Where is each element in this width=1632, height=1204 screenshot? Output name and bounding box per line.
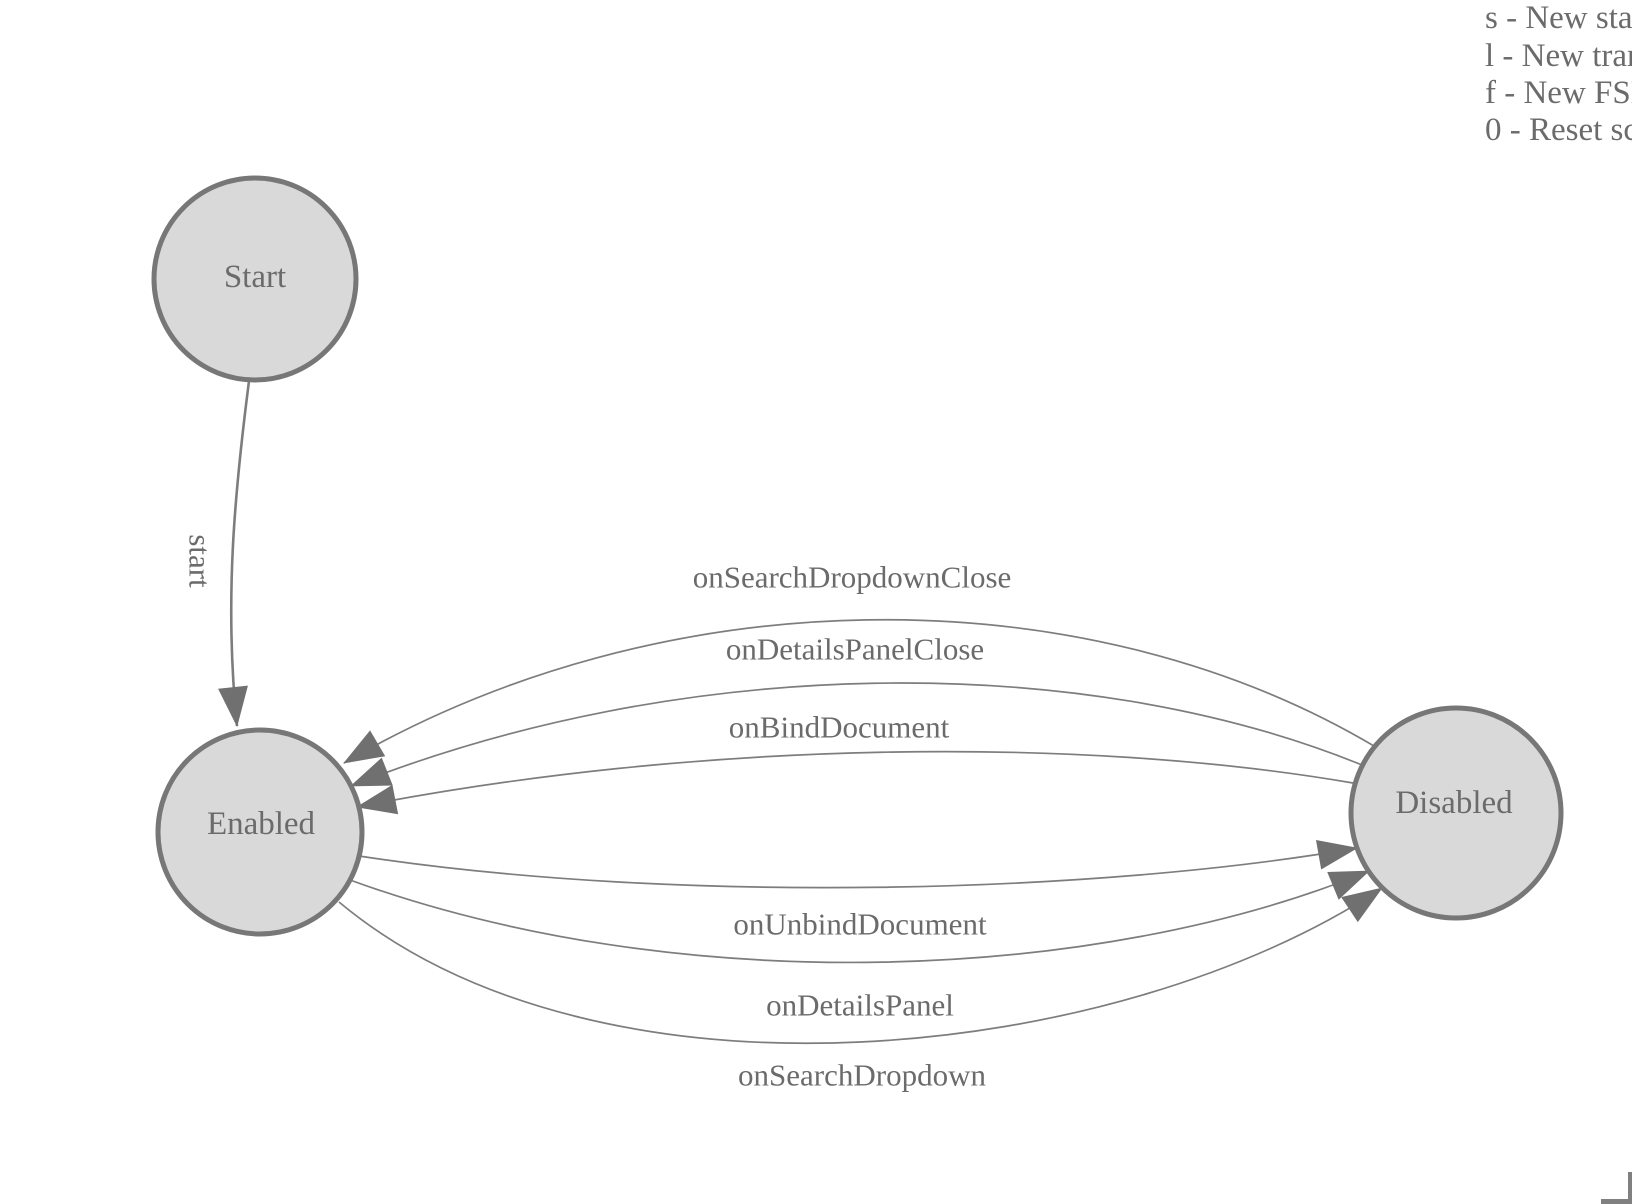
edge-ondetailspanelclose[interactable] [350,682,1363,787]
edge-onunbinddocument[interactable] [358,839,1358,889]
state-circle-enabled[interactable] [155,727,365,937]
legend-line-new-fsm: f - New FSM [1485,75,1632,111]
edge-label-ondetailspanelclose: onDetailsPanelClose [726,632,984,667]
state-circle-start[interactable] [151,175,359,383]
state-node-disabled[interactable]: Disabled [1348,705,1564,921]
corner-bar-horizontal [1601,1199,1632,1204]
edge-onsearchdropdownclose[interactable] [343,618,1375,764]
legend-line-new-state: s - New stat [1485,0,1632,36]
edge-label-onunbinddocument: onUnbindDocument [733,907,987,942]
edge-onsearchdropdown[interactable] [338,887,1383,1045]
state-circle-disabled[interactable] [1348,705,1564,921]
shortcut-legend: s - New stat l - New tran f - New FSM 0 … [1485,0,1632,148]
state-label-disabled: Disabled [1395,785,1513,821]
edge-onbinddocument[interactable] [356,750,1354,815]
edge-start-to-enabled[interactable] [218,380,251,727]
edge-label-ondetailspanel: onDetailsPanel [766,988,954,1023]
edge-label-onbinddocument: onBindDocument [729,710,950,745]
edge-label-onsearchdropdown: onSearchDropdown [738,1058,986,1093]
legend-line-new-transition: l - New tran [1485,38,1632,74]
state-label-start: Start [224,259,286,295]
state-node-enabled[interactable]: Enabled [155,727,365,937]
legend-line-reset: 0 - Reset sca [1485,112,1632,148]
canvas-corner-mark [1601,1172,1632,1204]
state-node-start[interactable]: Start [151,175,359,383]
edge-group [218,380,1383,1045]
state-label-enabled: Enabled [207,806,316,842]
edge-label-onsearchdropdownclose: onSearchDropdownClose [693,560,1012,595]
corner-bar-vertical [1628,1172,1632,1204]
edge-label-start: start [183,534,218,588]
edge-ondetailspanel[interactable] [349,870,1370,964]
